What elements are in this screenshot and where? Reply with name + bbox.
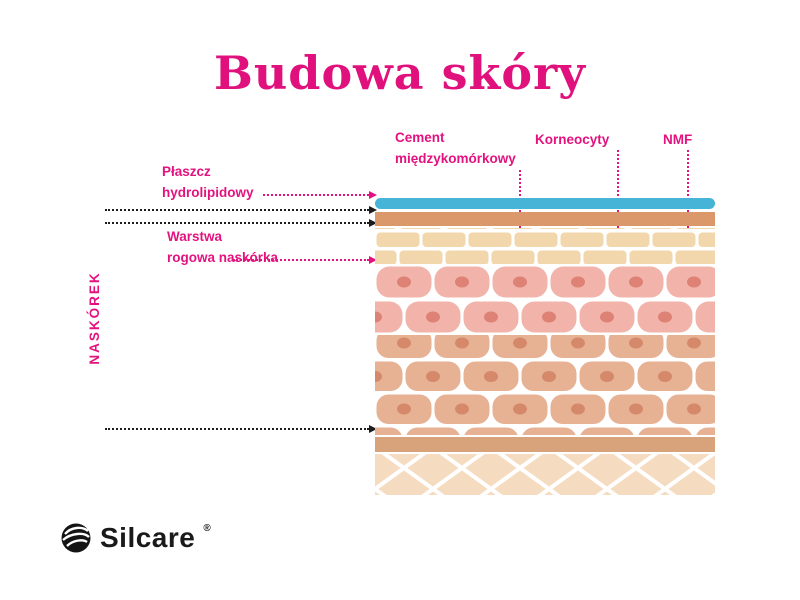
label-plaszcz: Płaszcz hydrolipidowy <box>162 161 254 203</box>
brand-name: Silcare <box>100 522 196 553</box>
label-cement: Cement międzykomórkowy <box>395 127 516 169</box>
label-cement-line2: międzykomórkowy <box>395 151 516 166</box>
layer-basal-band <box>375 437 715 452</box>
label-plaszcz-line2: hydrolipidowy <box>162 185 254 200</box>
label-warstwa-line2: rogowa naskórka <box>167 250 279 265</box>
label-warstwa: Warstwa rogowa naskórka <box>167 226 278 268</box>
silcare-logo-icon <box>61 523 91 553</box>
layer-dermis-lattice <box>375 454 715 495</box>
page-title: Budowa skóry <box>213 46 586 100</box>
layer-cells-tan <box>375 335 715 435</box>
arrow-stratum-top-head-icon <box>369 218 377 227</box>
label-cement-line1: Cement <box>395 130 445 145</box>
arrow-epidermis-top-head-icon <box>369 205 377 214</box>
registered-mark: ® <box>203 522 211 534</box>
brand-logo: Silcare ® <box>60 522 211 554</box>
arrow-warstwa-head-icon <box>369 255 377 264</box>
label-nmf: NMF <box>663 132 693 147</box>
label-plaszcz-line1: Płaszcz <box>162 164 211 179</box>
layer-cells-pink <box>375 265 715 335</box>
label-warstwa-line1: Warstwa <box>167 229 223 244</box>
label-naskorek: NASKÓREK <box>87 271 102 365</box>
label-korneocyty: Korneocyty <box>535 132 610 147</box>
arrow-epidermis-bottom <box>105 424 377 433</box>
arrow-plaszcz <box>263 190 377 199</box>
arrow-stratum-top <box>105 218 377 227</box>
layer-upper-band <box>375 212 715 226</box>
arrow-epidermis-bottom-head-icon <box>369 424 377 433</box>
arrow-epidermis-top <box>105 205 377 214</box>
arrow-plaszcz-head-icon <box>369 190 377 199</box>
layer-hydrolipid-film <box>375 198 715 209</box>
layer-stratum-corneum-bricks <box>375 228 715 264</box>
skin-diagram <box>375 198 715 495</box>
arrow-warstwa <box>233 255 377 264</box>
